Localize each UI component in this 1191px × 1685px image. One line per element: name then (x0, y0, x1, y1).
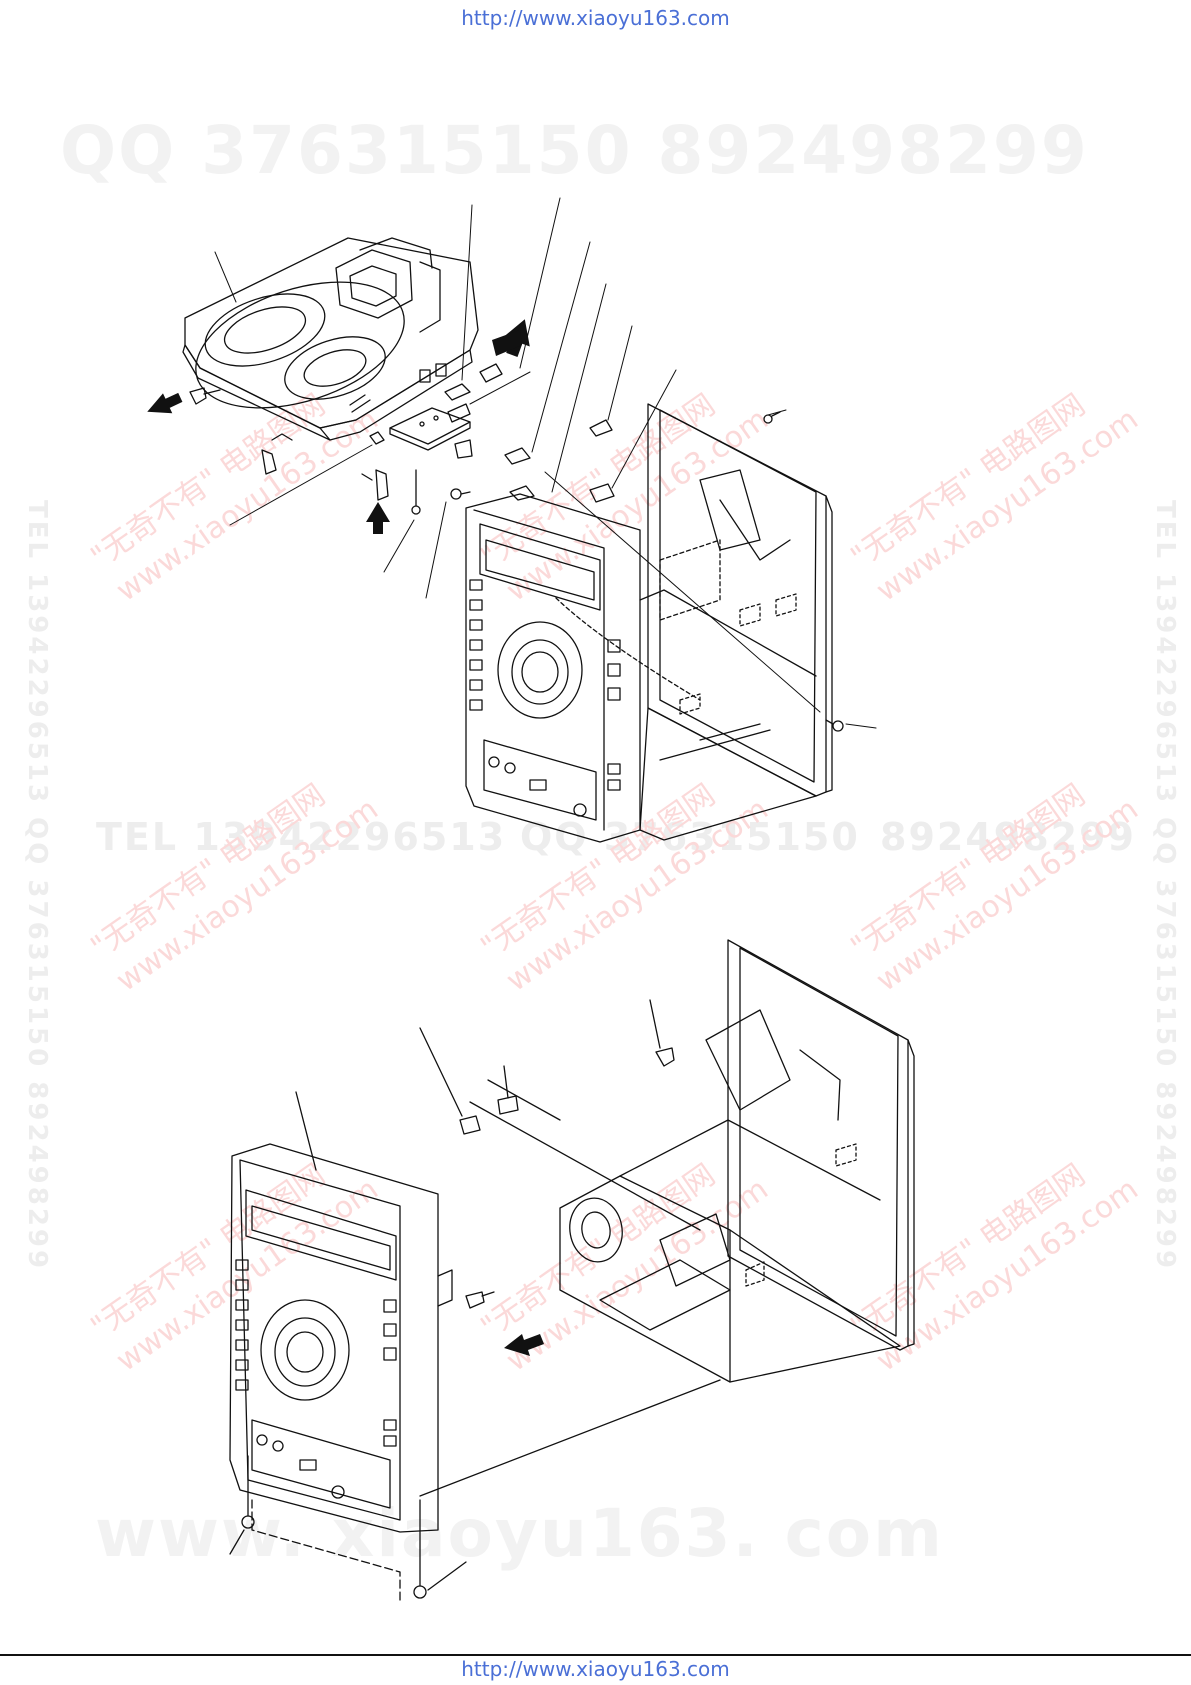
connector-icon-2 (497, 1095, 519, 1115)
arrow-left-icon-bottom (504, 1334, 544, 1356)
screw-icon (189, 387, 207, 405)
flat-cable-connectors (369, 363, 615, 503)
fasteners-bottom (229, 999, 721, 1601)
arrow-icons-top (147, 319, 530, 534)
bracket-icon-2 (375, 469, 389, 501)
main-unit-bottom (469, 939, 915, 1383)
screw-head-icon-4 (832, 720, 844, 732)
footer-url[interactable]: http://www.xiaoyu163.com (461, 1657, 730, 1681)
connector-icon-1 (459, 1115, 481, 1135)
header-url[interactable]: http://www.xiaoyu163.com (461, 6, 730, 30)
arrow-left-icon (147, 392, 183, 414)
screw-head-icon-6 (413, 1585, 427, 1599)
bottom-rule (0, 1654, 1191, 1656)
bracket-icon (261, 449, 277, 475)
screw-head-icon-3 (763, 414, 773, 424)
screws-top (189, 387, 844, 732)
screw-icon-bottom (655, 1047, 675, 1067)
arrow-up-small-icon (366, 502, 390, 534)
leader-lines-top (214, 197, 877, 729)
front-panel-bottom (229, 1143, 453, 1533)
cd-mechanism-assembly (182, 237, 479, 441)
main-unit-top (465, 403, 833, 843)
tab-icon-bottom (465, 1291, 485, 1309)
arrow-icons-bottom (504, 1334, 544, 1356)
screw-head-icon-2 (450, 488, 462, 500)
screw-head-icon (411, 505, 421, 515)
arrow-right-block-icon (492, 330, 522, 356)
